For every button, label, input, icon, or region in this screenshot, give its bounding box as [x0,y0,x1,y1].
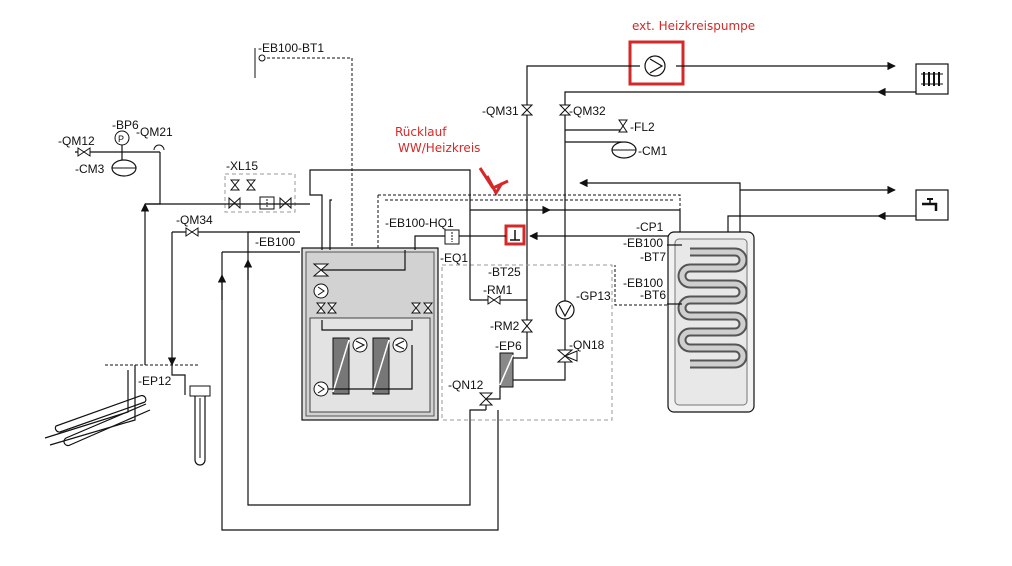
hp-core-loop-top [321,320,413,331]
svg-text:P: P [118,134,124,144]
qm32-valve-icon [558,104,572,116]
label-qm32: -QM32 [569,104,606,118]
label-qm31: -QM31 [482,104,519,118]
water-tap-icon [915,189,949,221]
qm34-valve-icon [185,227,199,237]
xl15-valves-icon [228,179,292,210]
hp-pipe-a [329,199,332,250]
qm21-vent-icon [153,144,165,151]
rm1-check-valve-icon [487,295,501,305]
gp13-pump-icon [555,300,575,320]
heating-return-pipe [564,91,878,350]
hp-internal-pump-icon [313,283,329,299]
hot-water-tank-icon [667,231,755,413]
label-cm1: -CM1 [638,144,668,158]
annotation-return-line-1: Rücklauf [395,125,447,139]
bt1-sensor-icon [254,48,266,78]
cm3-expansion-vessel-icon [111,159,137,177]
expansion-vessel-icon [611,141,637,159]
label-eb100: -EB100 [255,235,295,249]
label-cp1: -CP1 [636,220,664,234]
label-eb100-bt6-a: -EB100 [623,276,663,290]
hp-pipe-b [322,250,406,271]
label-bt25: -BT25 [488,265,521,279]
qm12-valve-icon [77,147,91,157]
label-xl15: -XL15 [226,159,258,173]
label-ep6: -EP6 [495,339,522,353]
return-sensor-icon [510,230,520,241]
label-qm21: -QM21 [136,125,173,139]
label-qn18: -QN18 [569,338,605,352]
heating-flow-pipe [526,65,640,340]
label-rm1: -RM1 [483,283,513,297]
label-qm34: -QM34 [176,213,213,227]
ep6-inlet-pipe [513,340,528,359]
label-qm12: -QM12 [58,134,95,148]
label-eb100-bt7-a: -EB100 [623,236,663,250]
label-qn12: -QN12 [448,378,484,392]
rm2-check-valve-icon [520,319,534,333]
fl2-safety-valve-icon [618,119,628,133]
label-eb100-bt7-b: -BT7 [640,250,666,264]
label-cm3: -CM3 [75,162,105,176]
hq1-filter-icon [444,229,460,245]
pump-highlight-box [628,40,685,86]
label-rm2: -RM2 [490,319,520,333]
annotation-return-line-2: WW/Heizkreis [398,141,480,155]
label-eq1: -EQ1 [440,251,468,265]
hp-core-loop-bottom [328,345,413,390]
hp-pipe-c [414,235,425,250]
radiator-icon [915,63,949,95]
outer-brine-loop [221,252,499,531]
bore-hole-icon [171,365,211,466]
bp6-pressure-gauge-icon: P [114,130,130,146]
ext-heating-pump-icon [644,55,666,77]
label-ep12: -EP12 [138,374,172,388]
label-fl2: -FL2 [630,120,655,134]
hp-flow-loop [309,169,471,250]
eb100-return-loop [247,231,486,506]
ground-collector-icon [44,365,151,447]
hp-internal-valves-icon [315,302,434,314]
qn18-valve-icon [556,349,578,363]
hp-compressor-icon [313,337,408,397]
ep6-outlet-pipe [513,362,566,381]
qn12-to-ep6 [486,387,501,400]
label-eb100-bt1: -EB100-BT1 [258,41,324,55]
hp-heat-exchangers-icon [332,337,390,395]
label-gp13: -GP13 [576,289,611,303]
label-eb100-bt6-b: -BT6 [640,288,666,302]
brine-riser [145,152,161,205]
qm31-valve-icon [520,104,534,116]
ep6-heat-exchanger-icon [499,352,514,388]
eq1-module-outline [441,264,613,421]
return-sensor-highlight-box [504,224,526,246]
annotation-arrow-head [485,175,504,197]
hp-internal-three-way-valve-icon [312,263,330,277]
bt1-signal-line [262,57,353,252]
label-eb100-hq1: -EB100-HQ1 [385,216,454,230]
heat-pump-core [309,317,431,413]
label-bp6: -BP6 [112,118,139,132]
xl15-box [224,173,296,213]
annotation-ext-pump: ext. Heizkreispumpe [632,19,755,33]
